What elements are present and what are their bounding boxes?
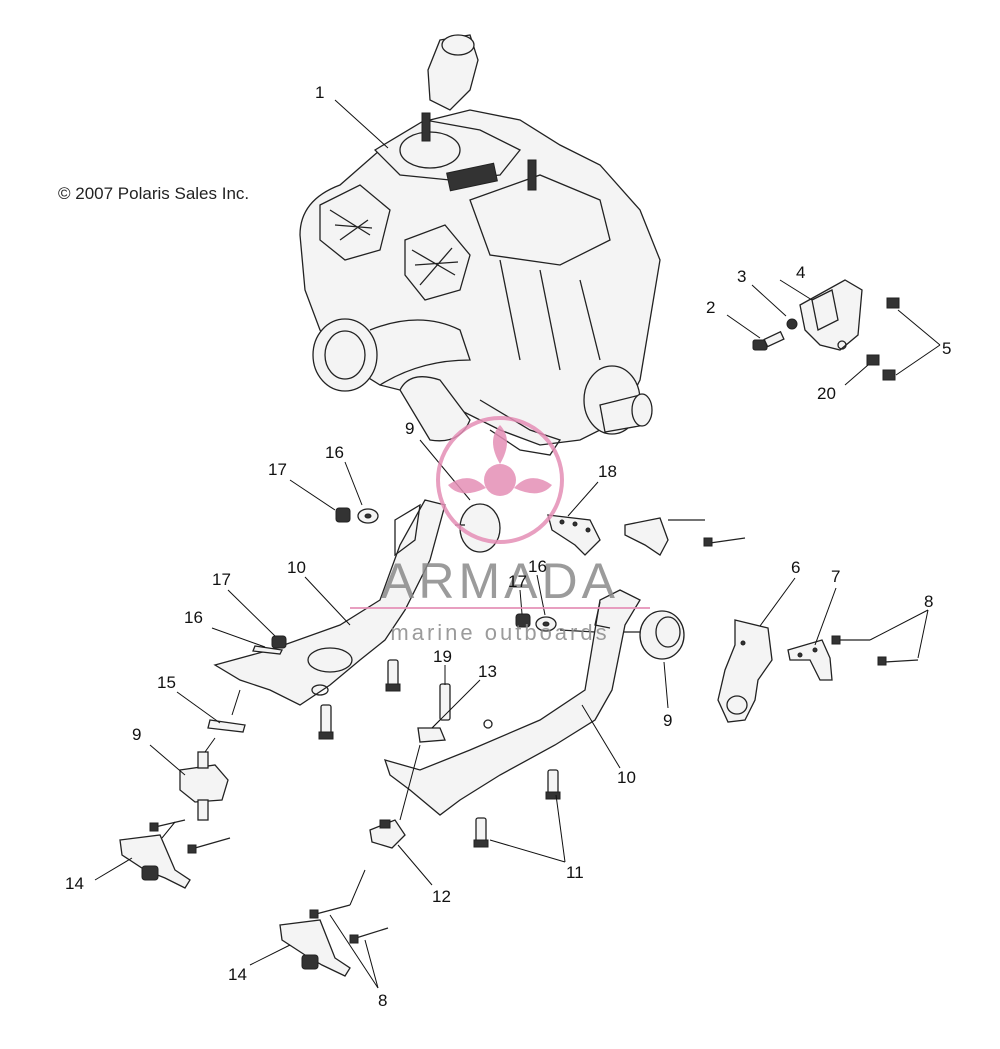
watermark-subtitle: marine outboards xyxy=(390,620,609,645)
bracket-part-18 xyxy=(547,514,601,556)
bolts-part-5 xyxy=(882,297,900,381)
callout-3: 3 xyxy=(737,267,746,286)
callout-10-b: 10 xyxy=(617,768,636,787)
nut-part-17-a xyxy=(335,507,351,523)
rivets-part-8-c xyxy=(309,904,389,944)
callout-9-a: 9 xyxy=(405,419,414,438)
callout-11: 11 xyxy=(566,863,584,882)
washer-part-16-c xyxy=(535,616,557,632)
callout-16-b: 16 xyxy=(184,608,203,627)
callout-19: 19 xyxy=(433,647,452,666)
propeller-logo-icon xyxy=(436,416,564,544)
callout-6: 6 xyxy=(791,558,800,577)
bolt-part-2 xyxy=(752,330,785,351)
copyright-notice: © 2007 Polaris Sales Inc. xyxy=(58,184,250,203)
bracket-part-7 xyxy=(787,639,833,681)
nut-part-3 xyxy=(786,318,798,330)
bracket-part-6 xyxy=(717,619,773,723)
callout-5: 5 xyxy=(942,339,951,358)
watermark: ARMADA marine outboards xyxy=(350,416,650,645)
damper-part-12 xyxy=(369,819,406,849)
callout-7: 7 xyxy=(831,567,840,586)
callout-13: 13 xyxy=(478,662,497,681)
nut-part-17-c xyxy=(515,613,531,628)
mount-part-9-c xyxy=(179,751,229,821)
washer-part-16-a xyxy=(357,508,379,524)
bracket-small-right xyxy=(624,517,746,556)
right-engine-mount-bracket xyxy=(383,589,641,816)
shim-part-15 xyxy=(207,719,246,733)
rivets-part-8-b xyxy=(149,819,231,854)
callout-labels: 1 2 3 4 5 20 9 16 17 18 6 7 8 10 17 16 1… xyxy=(65,83,951,1010)
callout-14-b: 14 xyxy=(228,965,247,984)
callout-1: 1 xyxy=(315,83,324,102)
callout-18: 18 xyxy=(598,462,617,481)
callout-17-a: 17 xyxy=(268,460,287,479)
plate-part-14-a xyxy=(119,834,191,889)
callout-14-a: 14 xyxy=(65,874,84,893)
engine-assembly xyxy=(299,34,661,456)
bolts-part-11 xyxy=(473,769,561,848)
callout-8-b: 8 xyxy=(378,991,387,1010)
callout-16-a: 16 xyxy=(325,443,344,462)
front-torque-bracket xyxy=(799,279,863,351)
callout-12: 12 xyxy=(432,887,451,906)
callout-9-b: 9 xyxy=(132,725,141,744)
callout-15: 15 xyxy=(157,673,176,692)
callout-2: 2 xyxy=(706,298,715,317)
callout-17-c: 17 xyxy=(508,572,527,591)
callout-17-b: 17 xyxy=(212,570,231,589)
washer-part-16-b xyxy=(252,645,283,655)
callout-20: 20 xyxy=(817,384,836,403)
rivets-part-8-a xyxy=(831,635,919,666)
callout-9-c: 9 xyxy=(663,711,672,730)
leader-lines xyxy=(94,99,941,989)
callout-8-a: 8 xyxy=(924,592,933,611)
callout-16-c: 16 xyxy=(528,557,547,576)
mount-part-9-b xyxy=(622,610,685,660)
bolt-part-20 xyxy=(866,354,880,366)
bolts-left-bracket xyxy=(318,659,401,740)
callout-10-a: 10 xyxy=(287,558,306,577)
callout-4: 4 xyxy=(796,263,805,282)
watermark-title: ARMADA xyxy=(381,553,619,609)
nut-part-17-b xyxy=(271,635,287,649)
spacer-part-13 xyxy=(417,727,446,743)
plate-part-14-b xyxy=(279,919,351,977)
